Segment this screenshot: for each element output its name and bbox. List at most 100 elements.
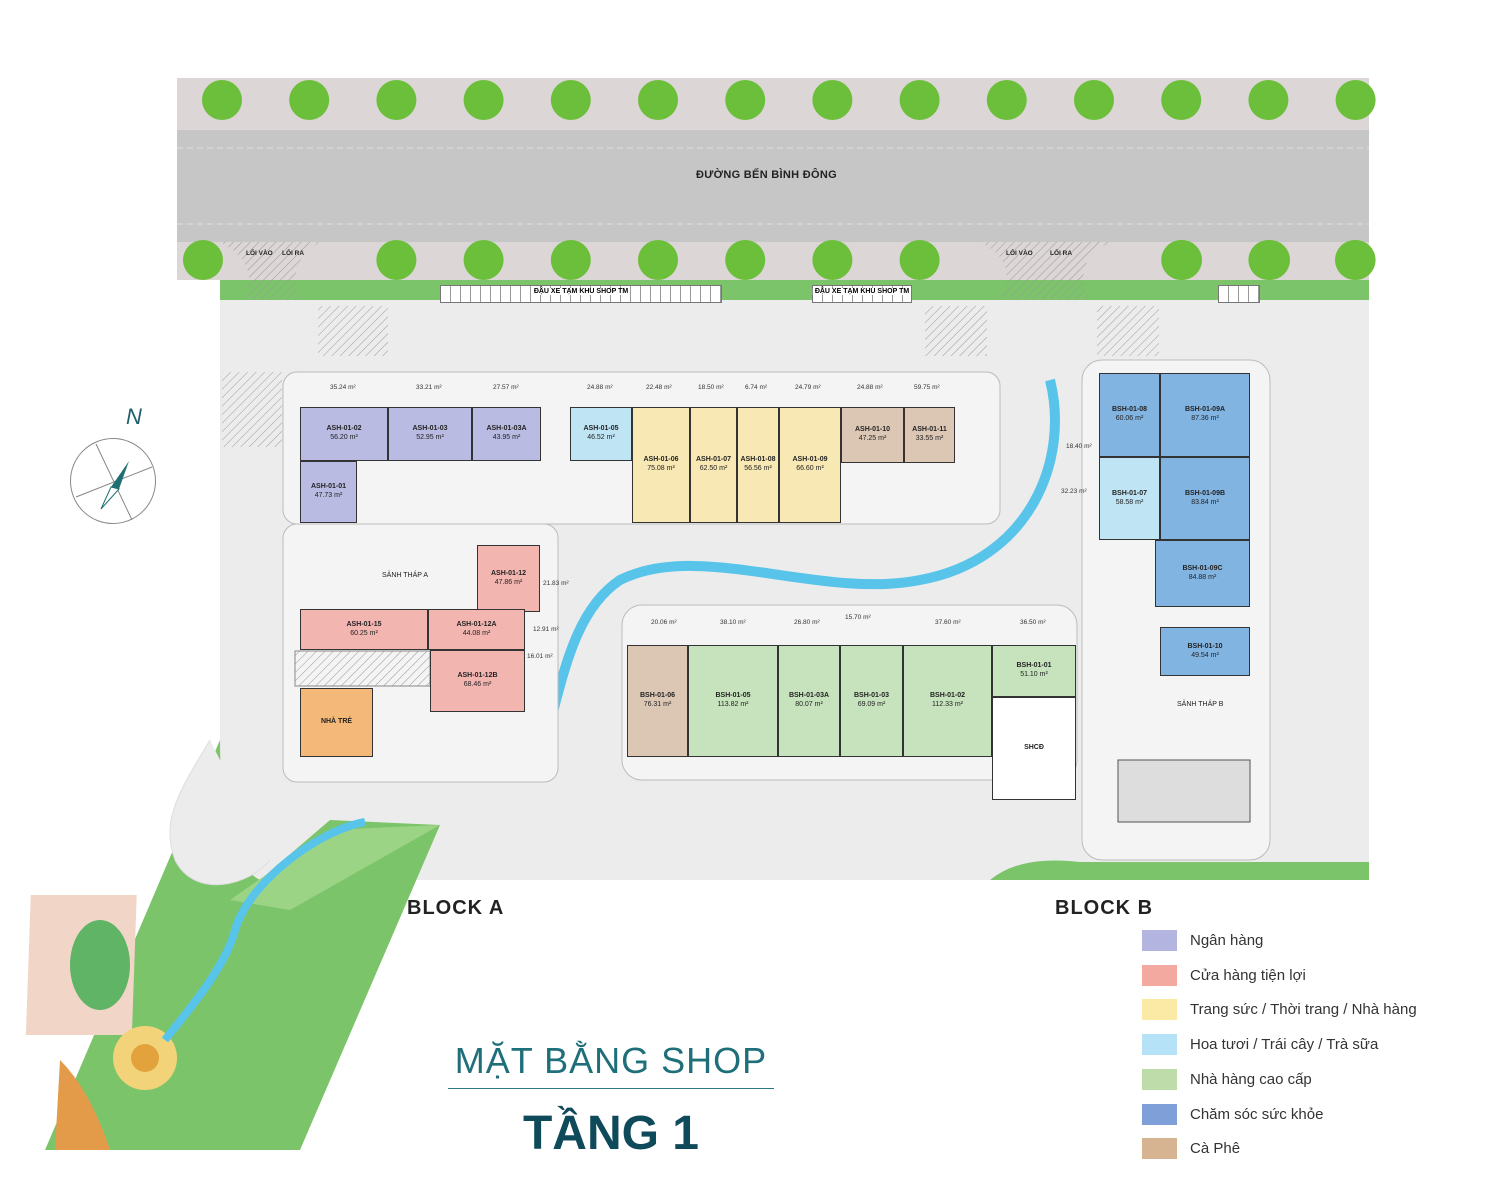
legend-swatch — [1142, 964, 1177, 986]
entrance-in-label: LỐI VÀO — [246, 250, 273, 257]
legend-item: Ngân hàng — [1142, 930, 1263, 951]
tree-icon — [463, 240, 504, 280]
block-a-label: BLOCK A — [407, 897, 505, 919]
tree-icon — [986, 80, 1027, 120]
unit-area: 84.88 m² — [1188, 573, 1217, 581]
parking-area: ĐẬU XE TẠM KHU SHOP TM — [812, 285, 912, 303]
legend-swatch — [1142, 999, 1177, 1021]
unit-area: 68.46 m² — [463, 681, 492, 688]
parking-area — [1218, 285, 1260, 303]
frontage-area-label: 24.88 m² — [587, 384, 613, 391]
unit-id: ASH-01-12B — [457, 672, 498, 680]
legend-item: Cửa hàng tiện lợi — [1142, 964, 1306, 986]
legend-label: Cà Phê — [1190, 1140, 1241, 1158]
legend-item: Cà Phê — [1142, 1138, 1241, 1160]
tree-icon — [899, 80, 940, 120]
frontage-area-label: 27.57 m² — [493, 384, 519, 391]
legend-label: Hoa tươi / Trái cây / Trà sữa — [1190, 1036, 1379, 1054]
unit-area: 113.82 m² — [717, 701, 749, 708]
tree-icon — [725, 240, 766, 280]
frontage-area-label: 22.48 m² — [646, 384, 672, 391]
legend-swatch — [1142, 1068, 1177, 1090]
legend-swatch — [1142, 930, 1177, 951]
tree-icon — [899, 240, 940, 280]
parking-label: ĐẬU XE TẠM KHU SHOP TM — [531, 288, 631, 295]
exit-label: LỐI RA — [1050, 250, 1073, 257]
unit-id: ASH-01-08 — [740, 456, 776, 464]
tree-icon — [812, 80, 853, 120]
tree-icon — [638, 240, 678, 280]
unit-id: ASH-01-12A — [456, 620, 497, 628]
unit-area: 43.95 m² — [492, 434, 521, 441]
unit-id: BSH-01-09C — [1182, 564, 1223, 572]
title-main: MẶT BẰNG SHOP — [454, 1040, 768, 1081]
legend-swatch — [1142, 1103, 1177, 1125]
unit-id: BSH-01-01 — [1016, 662, 1052, 670]
legend-label: Ngân hàng — [1190, 932, 1264, 949]
frontage-area-label: 6.74 m² — [745, 384, 768, 391]
unit-area: 49.54 m² — [1191, 651, 1219, 659]
tree-icon — [812, 240, 853, 280]
tree-icon — [463, 80, 504, 120]
legend-swatch — [1142, 1138, 1177, 1160]
legend-item: Hoa tươi / Trái cây / Trà sữa — [1142, 1034, 1379, 1056]
title-floor: TẦNG 1 — [522, 1107, 699, 1160]
lobby-a-label: SẢNH THÁP A — [382, 572, 429, 579]
tree-icon — [1335, 240, 1375, 280]
tree-icon — [289, 80, 330, 120]
frontage-area-label: 21.83 m² — [543, 580, 569, 587]
tree-icon — [550, 80, 591, 120]
legend-item: Nhà hàng cao cấp — [1142, 1068, 1312, 1090]
unit-area: 87.36 m² — [1191, 415, 1219, 422]
shop-unit[interactable]: SHCĐ — [992, 697, 1076, 800]
unit-area: 47.86 m² — [494, 578, 523, 586]
unit-id: ASH-01-06 — [643, 456, 679, 464]
unit-id: ASH-01-09 — [792, 456, 828, 464]
frontage-area-label: 20.06 m² — [651, 619, 677, 626]
frontage-area-label: 15.70 m² — [845, 614, 871, 621]
frontage-area-label: 38.10 m² — [720, 619, 746, 626]
shop-unit[interactable]: NHÀ TRẺ — [300, 688, 373, 757]
legend-item: Trang sức / Thời trang / Nhà hàng — [1142, 999, 1417, 1021]
unit-id: BSH-01-02 — [929, 692, 965, 700]
street-name: ĐƯỜNG BẾN BÌNH ĐÔNG — [696, 169, 837, 181]
lobby-b-label: SẢNH THÁP B — [1177, 701, 1224, 708]
frontage-area-label: 32.23 m² — [1061, 488, 1087, 495]
frontage-area-label: 18.40 m² — [1066, 443, 1092, 450]
unit-area: 47.25 m² — [858, 435, 887, 442]
unit-id: ASH-01-12 — [490, 569, 526, 577]
unit-id: BSH-01-08 — [1111, 406, 1147, 414]
legend-swatch — [1142, 1034, 1177, 1056]
unit-area: 66.60 m² — [796, 465, 824, 472]
tree-icon — [183, 240, 223, 280]
legend-label: Cửa hàng tiện lợi — [1190, 966, 1306, 984]
unit-id: ASH-01-02 — [326, 425, 362, 433]
